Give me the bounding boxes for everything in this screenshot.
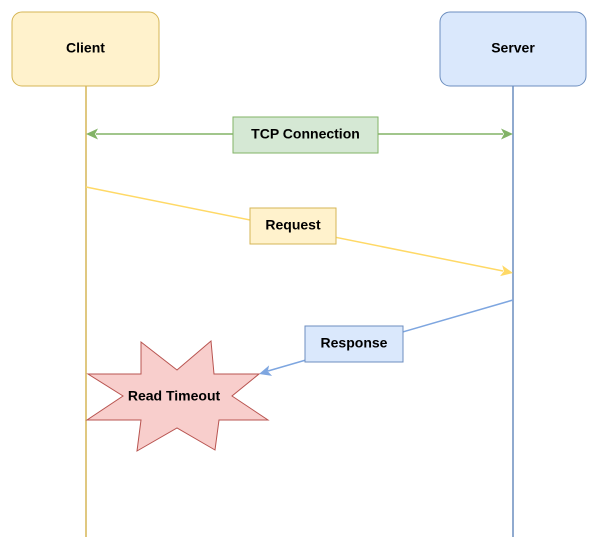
request-message[interactable]: Request [85,186,513,277]
response-label: Response [321,335,388,351]
explosion-burst-icon[interactable] [85,339,270,452]
response-message[interactable]: Response [259,299,514,376]
response-label-box [304,325,404,363]
tcp-connection-message[interactable]: TCP Connection [86,116,513,154]
client-participant[interactable]: Client [11,11,160,87]
server-participant[interactable]: Server [439,11,587,87]
arrowhead-left-icon [86,128,98,140]
client-label: Client [66,40,105,56]
tcp-connection-label: TCP Connection [251,126,360,142]
server-label: Server [491,40,535,56]
arrowhead-icon [500,265,513,277]
arrowhead-right-icon [501,128,513,140]
read-timeout-event[interactable]: Read Timeout [85,339,270,452]
request-label: Request [265,217,321,233]
request-label-box [249,207,337,245]
client-box[interactable] [11,11,160,87]
arrowhead-icon [259,365,273,376]
read-timeout-label: Read Timeout [128,388,221,404]
tcp-connection-label-box [232,116,379,154]
server-box[interactable] [439,11,587,87]
